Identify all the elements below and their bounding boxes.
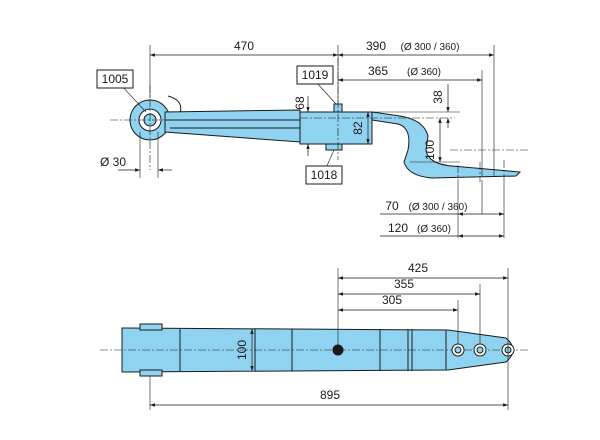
spring-leaf-main [164, 109, 301, 143]
dim-390: 390 [366, 39, 386, 53]
center-bolt [332, 344, 344, 356]
part-number-1005: 1005 [102, 72, 129, 86]
dim-305: 305 [382, 293, 402, 307]
dim-70-note: (Ø 300 / 360) [409, 202, 468, 213]
dim-120: 120 [388, 221, 408, 235]
dim-68: 68 [293, 96, 307, 110]
dim-355: 355 [394, 277, 414, 291]
dim-365: 365 [368, 64, 388, 78]
dim-100-side: 100 [423, 140, 437, 160]
dim-895: 895 [320, 388, 340, 402]
dim-100-top: 100 [235, 340, 249, 360]
top-view: 425 355 305 100 895 [100, 261, 530, 410]
dim-82: 82 [351, 121, 365, 135]
u-bolt-bottom [325, 143, 343, 151]
part-number-1018: 1018 [311, 168, 338, 182]
part-tag-1018 [305, 165, 343, 185]
dim-38: 38 [431, 90, 445, 104]
part-tag-1005 [96, 69, 134, 89]
part-tag-1019 [296, 65, 334, 85]
dim-425: 425 [408, 261, 428, 275]
dim-365-note: (Ø 360) [407, 67, 441, 78]
dim-390-note: (Ø 300 / 360) [401, 42, 460, 53]
part-number-1019: 1019 [302, 68, 329, 82]
cranked-end [371, 111, 522, 179]
side-view: 470 390 (Ø 300 / 360) 365 (Ø 360) 68 82 … [96, 39, 530, 238]
dim-70: 70 [385, 199, 399, 213]
dim-120-note: (Ø 360) [417, 224, 451, 235]
dim-dia-30: Ø 30 [100, 155, 126, 169]
dim-470: 470 [234, 39, 254, 53]
